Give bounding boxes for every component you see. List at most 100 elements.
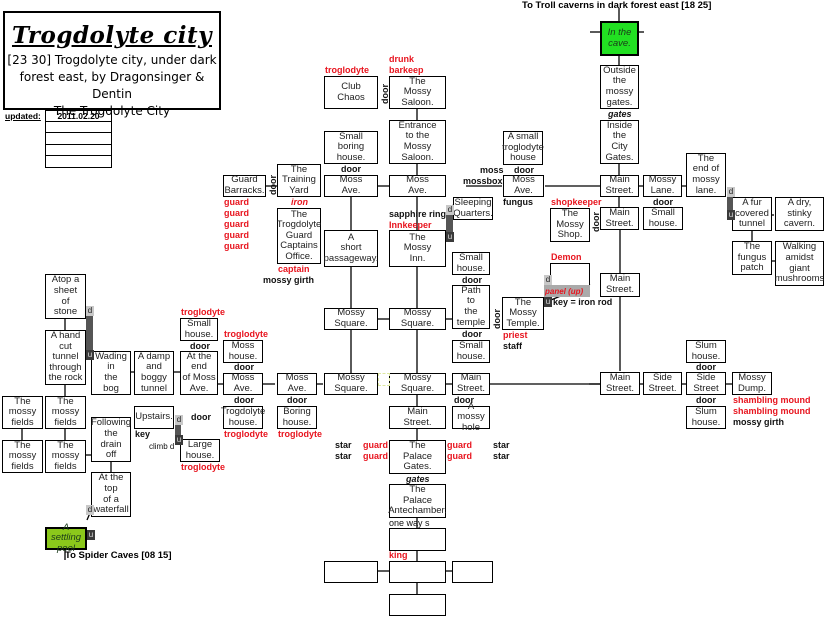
room-throne[interactable] [389,561,446,583]
room-mossy-square[interactable]: Mossy Square. [389,308,446,330]
room-mossy-square[interactable]: Mossy Square. [324,373,378,395]
exit-south-label[interactable]: To Spider Caves [08 15] [65,550,172,561]
room-atop-stone[interactable]: Atop a sheet of stone [45,274,86,319]
room-moss-ave[interactable]: Moss Ave. [324,175,378,197]
exit-north-label[interactable]: To Troll caverns in dark forest east [18… [522,0,712,11]
room-mossy-shop[interactable]: The Mossy Shop. [550,208,590,242]
room-palace-antechamber[interactable]: The Palace Antechamber. [388,484,447,518]
room-mossy-hole[interactable]: A mossy hole [452,401,490,433]
room-moss-ave[interactable]: Moss Ave. [389,175,446,197]
room-moss-ave[interactable]: Moss Ave. [223,373,263,395]
room-guard-barracks[interactable]: Guard Barracks. [223,174,266,197]
room-unnamed[interactable] [389,594,446,616]
stair-down-marker: d [175,415,183,425]
room-dry-cavern[interactable]: A dry, stinky cavern. [775,197,824,231]
room-unnamed[interactable] [389,528,446,551]
room-boring-house[interactable]: Boring house. [277,406,317,429]
stair-down-marker: d [727,187,735,197]
room-inside-gates[interactable]: Inside the City Gates. [600,120,639,164]
mob-king: king [389,550,408,560]
blank-row [45,144,112,156]
room-large-house[interactable]: Large house. [180,439,220,462]
room-top-waterfall[interactable]: At the top of a waterfall [91,472,131,517]
room-moss-ave[interactable]: Moss Ave. [277,373,317,395]
mob-shambling-mound: shambling mound [733,395,811,405]
map-title-box: Trogdolyte city [23 30] Trogdolyte city,… [3,11,221,118]
room-mossy-square[interactable]: Mossy Square. [324,308,378,330]
mob-innkeeper: Innkeeper [389,220,432,230]
room-mossy-fields[interactable]: The mossy fields [45,440,86,473]
mob-drunk: drunk [389,54,415,64]
room-slum-house[interactable]: Slum house. [686,406,726,429]
room-slum-house[interactable]: Slum house. [686,340,726,363]
mob-priest: priest [503,330,528,340]
mob-captain: captain [278,264,310,274]
room-small-house[interactable]: Small house. [452,340,490,363]
room-outside-gates[interactable]: Outside the mossy gates. [600,65,639,109]
room-troglodyte-house[interactable]: A small troglodyte house [502,131,544,165]
room-mossy-lane[interactable]: Mossy Lane. [643,175,682,197]
room-main-street[interactable]: Main Street. [389,406,446,429]
room-unnamed[interactable] [324,561,378,583]
mob-guard: guard [363,440,389,450]
room-unnamed[interactable] [452,561,493,583]
room-damp-tunnel[interactable]: A damp and boggy tunnel [134,351,174,395]
room-main-street[interactable]: Main Street. [600,207,639,230]
room-small-house[interactable]: Small house. [643,207,683,230]
room-training-yard[interactable]: The Training Yard [277,164,321,197]
room-end-mossy-lane[interactable]: The end of mossy lane. [686,153,726,197]
room-path-temple[interactable]: Path to the temple [452,285,490,329]
one-way-label: one way s [389,518,430,528]
room-trogdolyte-house[interactable]: Trogdolyte house. [220,405,266,429]
room-saloon-entrance[interactable]: Entrance to the Mossy Saloon. [389,120,446,164]
updated-table: 2011.02.20 [45,110,112,168]
room-fungus-patch[interactable]: The fungus patch [732,241,772,275]
door-label: door [341,164,361,174]
room-main-street[interactable]: Main Street. [600,273,640,297]
room-giant-mushrooms[interactable]: Walking amidst giant mushrooms [774,241,825,286]
room-hand-cut-tunnel[interactable]: A hand cut tunnel through the rock [45,330,86,385]
room-end-moss-ave[interactable]: At the end of Moss Ave. [180,351,218,395]
item-iron: iron [291,197,308,207]
updated-label: updated: [5,111,41,121]
mob-guard: guard [224,197,250,207]
door-label: door [287,395,307,405]
room-small-house[interactable]: Small house. [452,252,490,275]
room-wading-bog[interactable]: Wading in the bog [91,351,131,395]
room-small-boring-house[interactable]: Small boring house. [324,131,378,164]
door-label: door [234,395,254,405]
room-demon[interactable] [550,263,590,286]
room-side-street[interactable]: Side Street [686,372,726,395]
room-moss-house[interactable]: Moss house. [223,340,263,363]
room-captains-office[interactable]: The Trogdolyte Guard Captains Office. [277,208,321,264]
room-mossy-square[interactable]: Mossy Square. [389,373,446,395]
room-mossy-fields[interactable]: The mossy fields [2,440,43,473]
room-following-drain[interactable]: Following the drain off [90,417,132,462]
room-main-street[interactable]: Main Street. [600,372,640,395]
room-mossy-temple[interactable]: The Mossy Temple. [502,297,544,330]
mob-troglodyte: troglodyte [278,429,322,439]
room-mossy-saloon[interactable]: The Mossy Saloon. [389,76,446,109]
room-mossy-fields[interactable]: The mossy fields [45,396,86,429]
room-mossy-dump[interactable]: Mossy Dump. [732,372,772,395]
room-upstairs[interactable]: Upstairs. [134,406,174,429]
mob-troglodyte: troglodyte [181,462,225,472]
room-main-street[interactable]: Main Street. [600,175,639,197]
room-mossy-fields[interactable]: The mossy fields [2,396,43,429]
room-in-cave[interactable]: In the cave. [600,21,639,56]
room-short-passageway[interactable]: A short passageway. [324,230,378,267]
mob-guard: guard [224,241,250,251]
room-moss-ave[interactable]: Moss Ave. [503,175,544,197]
mob-troglodyte: troglodyte [181,307,225,317]
room-fur-tunnel[interactable]: A fur covered tunnel [732,197,772,231]
room-main-street[interactable]: Main Street. [452,373,490,395]
room-sleeping-quarters[interactable]: Sleeping Quarters. [453,196,493,220]
door-label: door [380,84,390,104]
room-small-house[interactable]: Small house. [180,318,218,341]
room-mossy-inn[interactable]: The Mossy Inn. [389,230,446,267]
room-club-chaos[interactable]: Club Chaos [324,76,378,109]
room-palace-gates[interactable]: The Palace Gates. [389,440,446,474]
room-side-street[interactable]: Side Street. [643,372,682,395]
updated-date: 2011.02.20 [45,110,112,122]
room-settling-pool[interactable]: A settling pool [45,522,87,554]
